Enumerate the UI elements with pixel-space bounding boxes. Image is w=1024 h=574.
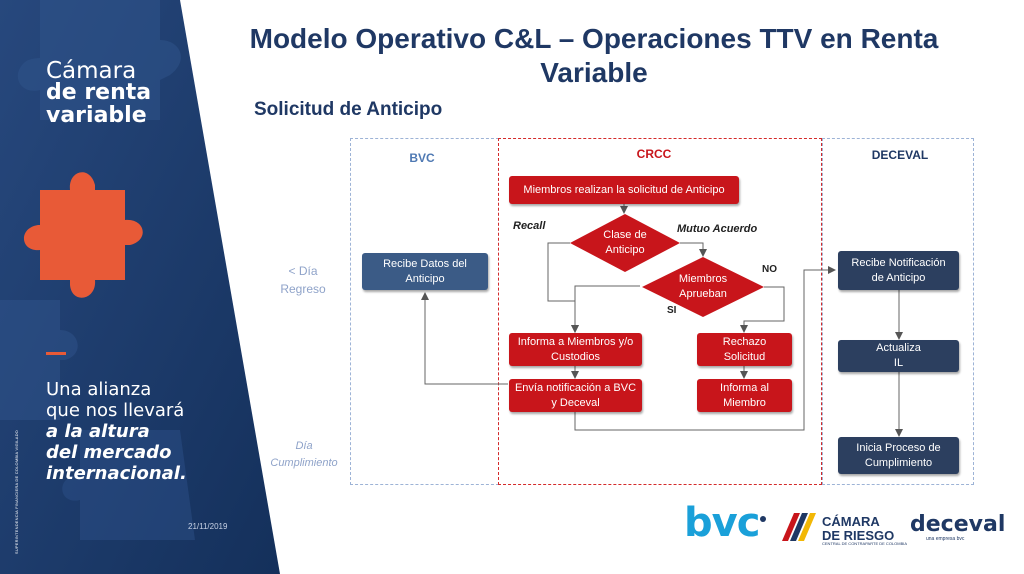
logo-separator-dot — [760, 516, 766, 522]
node-clase-anticipo-label: Clase de Anticipo — [603, 229, 647, 256]
deceval-logo-subtext: una empresa bvc — [926, 536, 965, 542]
slide-date: 21/11/2019 — [188, 522, 228, 531]
tagline-3: a la altura — [46, 421, 150, 442]
node-recibe-datos: Recibe Datos del Anticipo — [362, 253, 488, 290]
page-subtitle: Solicitud de Anticipo — [254, 99, 443, 120]
node-miembros-solicitud: Miembros realizan la solicitud de Antici… — [509, 176, 739, 204]
node-actualiza: Actualiza IL — [838, 340, 959, 372]
edge-label-recall: Recall — [513, 220, 546, 232]
node-informa-miembros: Informa a Miembros y/o Custodios — [509, 333, 642, 366]
accent-dash — [46, 352, 66, 355]
deceval-logo: deceval — [910, 512, 1006, 537]
brand-line-1: Cámara — [46, 58, 137, 84]
camara-logo-subtext: CENTRAL DE CONTRAPARTE DE COLOMBIA — [822, 541, 908, 546]
edge-label-mutuo: Mutuo Acuerdo — [677, 223, 758, 235]
node-inicia-proceso: Inicia Proceso de Cumplimiento — [838, 437, 959, 474]
decision-miembros-aprueban — [642, 257, 764, 317]
puzzle-background — [0, 0, 280, 574]
decision-clase-anticipo — [570, 214, 680, 272]
camara-logo-text: CÁMARA DE RIESGO — [822, 514, 895, 543]
branding-panel: Cámara de renta variable Una alianza que… — [0, 0, 280, 574]
lane-title-crcc: CRCC — [636, 147, 672, 161]
tagline-1: Una alianza — [46, 379, 152, 400]
lane-crcc — [498, 138, 822, 485]
lane-deceval — [822, 138, 974, 485]
node-envia-notificacion: Envía notificación a BVC y Deceval — [509, 379, 642, 412]
edge-label-si: SI — [667, 305, 677, 316]
camara-riesgo-logo-mark — [782, 513, 816, 541]
node-informa-miembro: Informa al Miembro — [697, 379, 792, 412]
node-recibe-notificacion: Recibe Notificación de Anticipo — [838, 251, 959, 290]
brand-line-3: variable — [46, 103, 147, 128]
tagline-2: que nos llevará — [46, 400, 185, 421]
node-miembros-aprueban-label: Miembros Aprueban — [678, 273, 728, 300]
edge-label-no: NO — [762, 264, 777, 275]
page-title: Modelo Operativo C&L – Operaciones TTV e… — [249, 23, 939, 88]
lane-title-bvc: BVC — [409, 151, 435, 165]
tagline-4: del mercado — [46, 442, 172, 463]
side-label-regreso: < Día Regreso — [280, 264, 326, 296]
bvc-logo: bvc — [684, 500, 760, 546]
node-rechazo: Rechazo Solicitud — [697, 333, 792, 366]
brand-line-2: de renta — [46, 80, 152, 105]
lane-title-deceval: DECEVAL — [871, 148, 929, 162]
tagline-5: internacional. — [46, 463, 187, 484]
side-label-cumplimiento: Día Cumplimiento — [270, 440, 338, 469]
